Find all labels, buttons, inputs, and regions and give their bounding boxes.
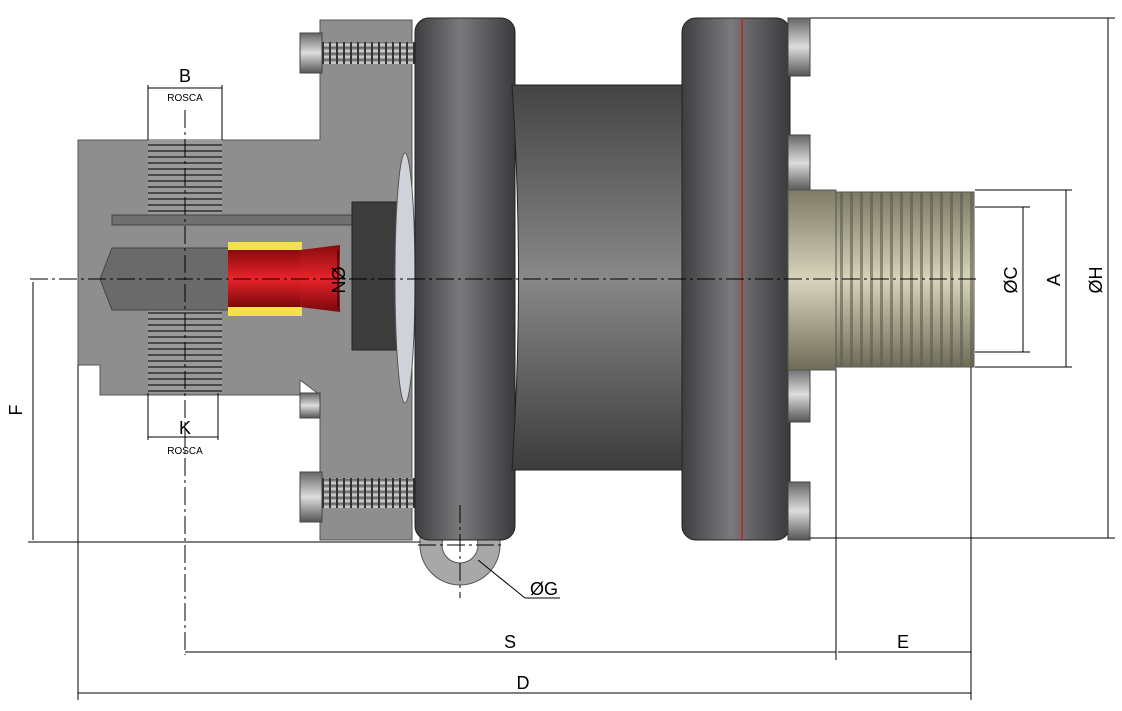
seal-top <box>228 242 302 252</box>
dim-k: K ROSCA <box>147 393 219 457</box>
dimension-label: S <box>504 632 516 652</box>
dimension-label: K <box>179 418 191 438</box>
dimension-label: B <box>179 66 191 86</box>
dimension-label: ROSCA <box>167 446 203 457</box>
bore <box>99 247 231 311</box>
left-bolt-top <box>299 32 416 74</box>
diaphragm <box>394 152 416 404</box>
dim-c-a-h: ØC A ØH <box>810 17 1115 539</box>
dimension-label: ROSCA <box>167 93 203 104</box>
dimension-label: F <box>6 405 26 416</box>
dimension-label: ØH <box>1086 267 1106 294</box>
middle-body <box>511 84 689 471</box>
dimension-label: D <box>517 673 530 693</box>
dim-f: F <box>6 282 420 543</box>
dim-n: ØN <box>328 250 348 307</box>
fitting-hex <box>787 189 837 371</box>
dimension-label: A <box>1044 274 1064 286</box>
dimension-label: ØN <box>328 267 348 294</box>
dim-b: B ROSCA <box>147 66 223 140</box>
dimension-label: E <box>897 632 909 652</box>
dimension-label: ØC <box>1001 266 1021 293</box>
seal-bottom <box>228 306 302 316</box>
left-bolt-bottom <box>299 471 416 523</box>
left-nut-mid <box>299 392 321 419</box>
dim-g: ØG <box>477 559 560 599</box>
dimension-label: ØG <box>530 579 558 599</box>
dim-s-e-d: S E D <box>77 365 972 700</box>
small-bore <box>111 214 358 226</box>
